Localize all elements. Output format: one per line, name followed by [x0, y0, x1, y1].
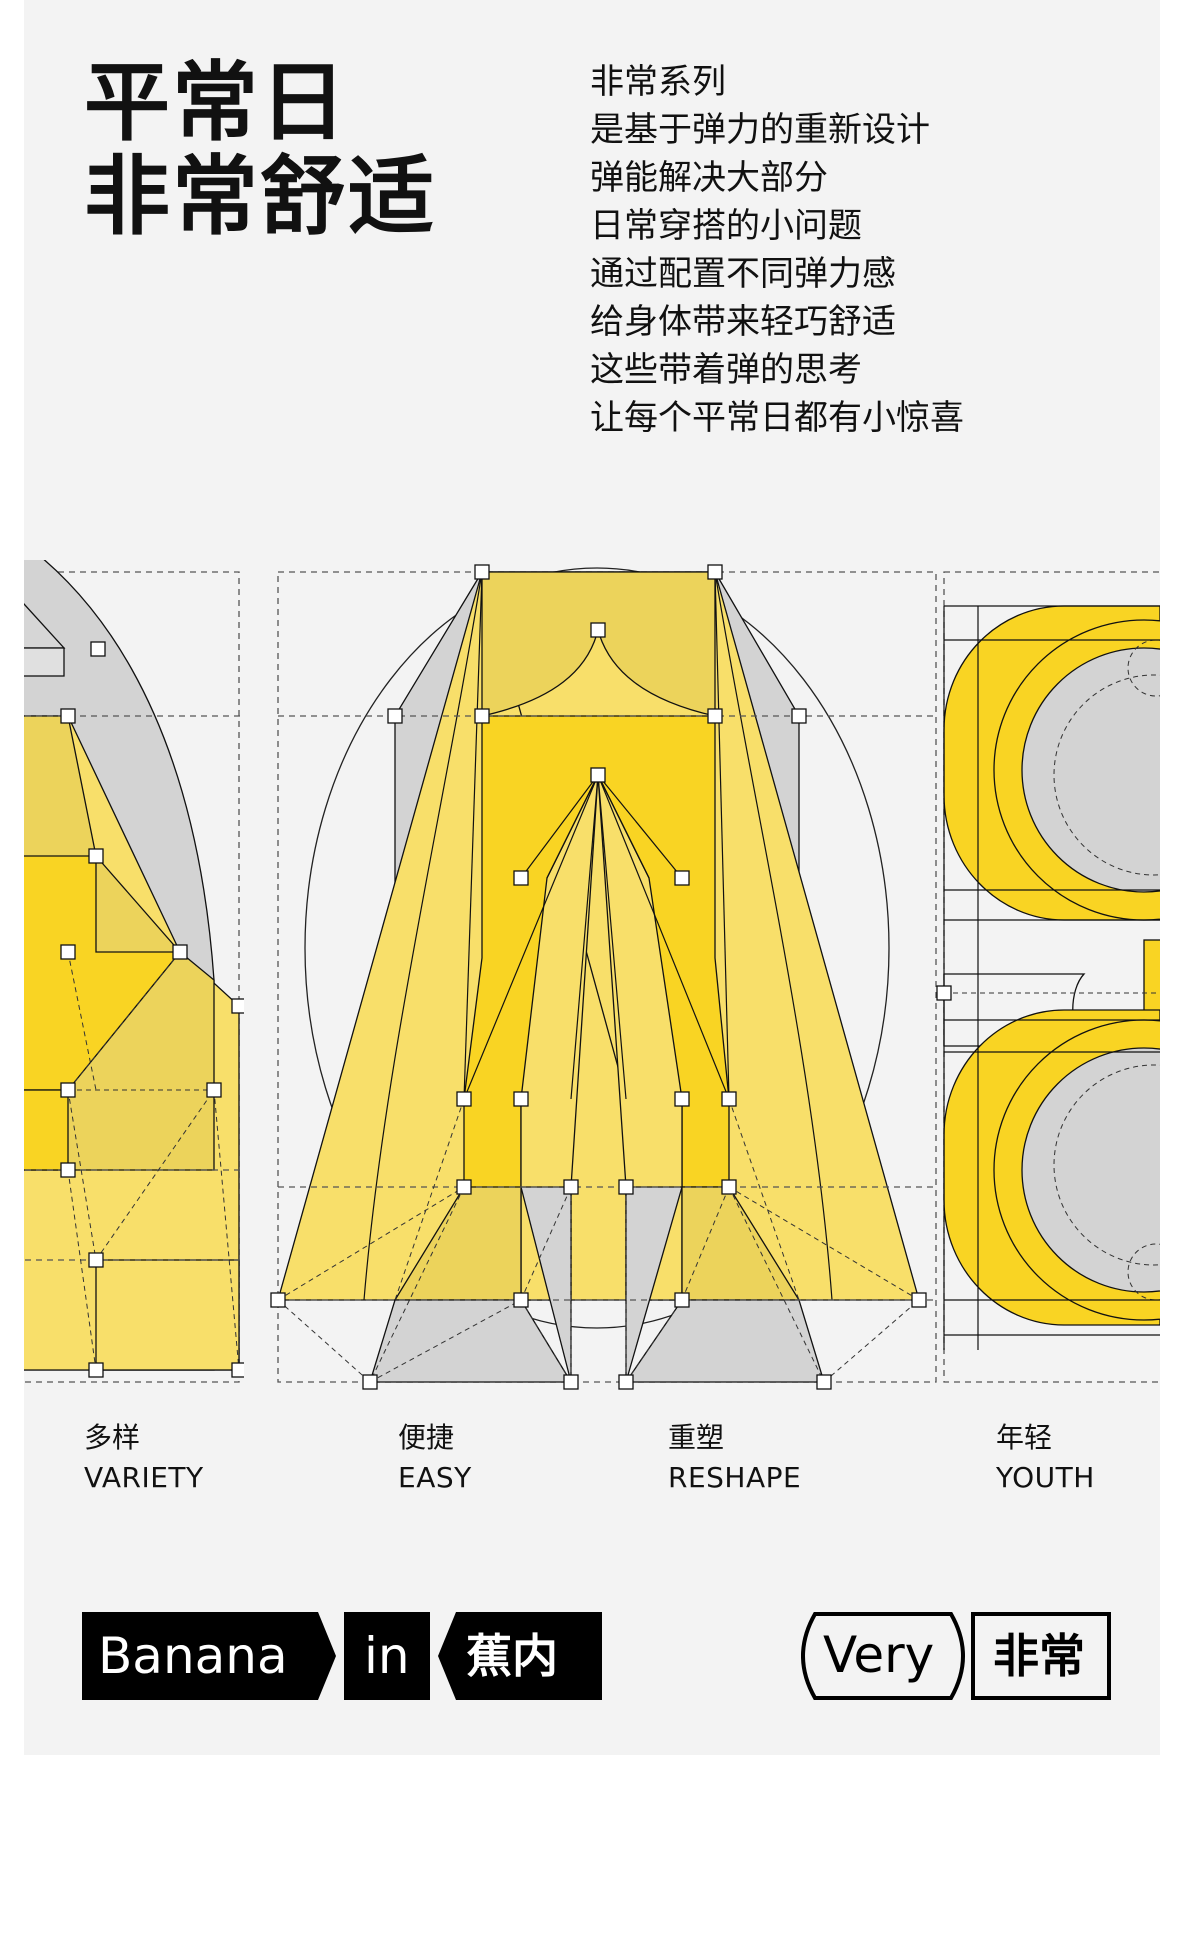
- category-zh: 年轻: [996, 1421, 1053, 1454]
- brand-zh-text: 蕉内: [466, 1629, 558, 1683]
- headline-line-1: 平常日: [84, 53, 348, 153]
- intro-line: 弹能解决大部分: [590, 158, 828, 198]
- intro-line: 是基于弹力的重新设计: [590, 110, 930, 150]
- category-en: YOUTH: [996, 1461, 1095, 1494]
- category-en: RESHAPE: [668, 1461, 802, 1494]
- category-en: EASY: [398, 1461, 472, 1494]
- bananain-logo: Banana in 蕉内: [82, 1612, 602, 1700]
- poster: 平常日 非常舒适 非常系列 是基于弹力的重新设计 弹能解决大部分 日常穿搭的小问…: [24, 0, 1160, 1755]
- intro-line: 给身体带来轻巧舒适: [590, 302, 896, 342]
- category-youth: 年轻 YOUTH: [996, 1418, 1095, 1498]
- youth-illustration: [936, 571, 1160, 1383]
- intro-line: 非常系列: [590, 62, 726, 102]
- intro-line: 日常穿搭的小问题: [590, 206, 862, 246]
- category-en: VARIETY: [84, 1461, 204, 1494]
- very-text: Very: [823, 1626, 934, 1684]
- brand-banana-text: Banana: [98, 1627, 288, 1685]
- intro-line: 通过配置不同弹力感: [590, 254, 896, 294]
- category-reshape: 重塑 RESHAPE: [668, 1418, 801, 1498]
- category-zh: 便捷: [398, 1421, 455, 1454]
- category-zh: 多样: [84, 1421, 141, 1454]
- category-easy: 便捷 EASY: [398, 1418, 472, 1498]
- pants-illustration: [270, 564, 937, 1390]
- headline: 平常日 非常舒适: [84, 56, 436, 244]
- very-series-logo: Very 非常: [801, 1612, 1111, 1700]
- brand-in-text: in: [364, 1627, 410, 1685]
- very-zh-text: 非常: [993, 1629, 1085, 1683]
- category-zh: 重塑: [668, 1421, 725, 1454]
- construction-artwork: [24, 560, 1160, 1390]
- intro-line: 这些带着弹的思考: [590, 350, 862, 390]
- variety-illustration: [24, 560, 244, 1383]
- category-variety: 多样 VARIETY: [84, 1418, 204, 1498]
- intro-line: 让每个平常日都有小惊喜: [590, 398, 964, 438]
- headline-line-2: 非常舒适: [84, 147, 436, 247]
- intro-text: 非常系列 是基于弹力的重新设计 弹能解决大部分 日常穿搭的小问题 通过配置不同弹…: [590, 58, 964, 442]
